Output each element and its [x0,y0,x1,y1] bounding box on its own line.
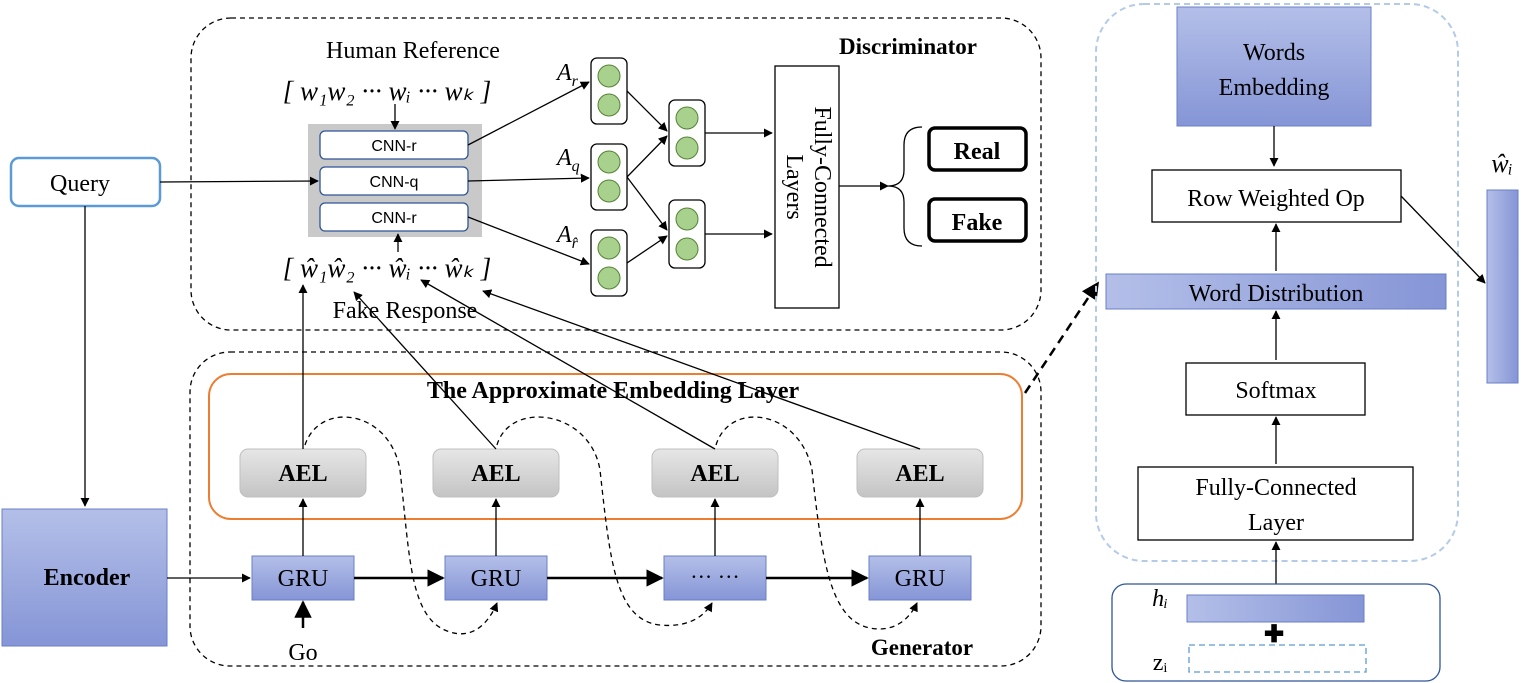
svg-text:Fully-Connected: Fully-Connected [809,106,835,267]
fully-connected-layer-box [1137,466,1414,541]
output-brace [887,126,923,247]
row-weighted-op-label: Row Weighted Op [1187,186,1365,212]
gru-label-3: GRU [895,566,946,592]
cnn-q-label: CNN-q [370,174,419,191]
fully-connected-label-2: Layer [1248,510,1304,536]
softmax-label: Softmax [1235,378,1316,404]
feedback-curve-2 [496,416,713,627]
zoom-connector [1023,281,1100,394]
plus-icon: ✚ [1264,622,1284,648]
query-label: Query [50,171,110,197]
gru-box-2 [444,555,548,601]
encoder-box [1,508,168,647]
gru-label-1: GRU [278,566,329,592]
reference-sequence: [ w₁w₂ ··· wᵢ ··· wₖ ] [283,76,492,106]
ael3-to-wi-arrow [420,279,716,450]
words-embedding-box [1176,6,1372,127]
vector-combined-top [668,99,706,167]
aq-to-combined-top-arrow [626,135,668,178]
gru-ellipsis-label: ··· ··· [690,564,739,589]
gru-box-3 [868,555,972,601]
output-embedding-vector [1486,189,1519,384]
cnn-r-to-ar-arrow [467,81,590,146]
ael-label-3: AEL [690,461,739,487]
detail-panel [1095,3,1459,562]
fully-connected-label-1: Fully-Connected [1195,475,1356,501]
go-label: Go [288,640,317,666]
generator-panel [189,351,1042,667]
w-hat-i-label: ŵᵢ [1491,149,1512,178]
a-q-label: Aq [555,145,580,175]
words-embedding-label-2: Embedding [1219,75,1330,101]
ael-layer-panel [208,373,1023,520]
h-i-label: hᵢ [1152,586,1168,612]
discriminator-panel [190,17,1042,331]
cnn-q-to-aq-arrow [467,173,590,183]
generator-title: Generator [871,635,973,660]
word-distribution-box [1105,273,1447,310]
ael2-to-w2-arrow [353,291,497,450]
vector-combined-bottom [668,199,706,269]
fake-box [927,197,1028,243]
svg-text:Layers: Layers [781,154,807,219]
ael-label-2: AEL [471,461,520,487]
fake-label: Fake [952,210,1003,236]
word-distribution-label: Word Distribution [1189,281,1364,307]
fc-layers-label: Fully-Connected Layers [781,106,835,267]
vector-a-r [590,57,628,125]
gru-box-ellipsis [663,555,767,601]
discriminator-title: Discriminator [839,34,977,59]
fake-response-label: Fake Response [333,298,478,324]
z-i-label: zᵢ [1153,650,1168,676]
feedback-curve-1 [304,416,499,635]
human-reference-label: Human Reference [326,38,500,64]
ar-to-combined-arrow [626,90,668,132]
encoder-label: Encoder [44,565,131,591]
words-embedding-label-1: Words [1243,40,1305,66]
real-label: Real [954,139,1001,165]
gru-label-2: GRU [471,566,522,592]
z-i-vector [1188,644,1367,673]
arhat-to-combined-arrow [626,235,668,264]
ael-label-1: AEL [278,461,327,487]
h-i-vector [1186,594,1365,623]
vector-a-rhat [590,229,628,297]
ael4-to-wk-arrow [482,289,921,450]
cnn-r-bottom-label: CNN-r [371,210,417,227]
a-rhat-label: Ar̂ [555,222,579,252]
cnn-r-to-arhat-arrow [467,216,590,266]
real-box [927,126,1028,172]
row-weighted-op-box [1151,169,1402,223]
aq-to-combined-bottom-arrow [626,176,668,231]
gru-box-1 [251,555,355,601]
fc-layers-box [774,65,840,309]
cnn-r-top-label: CNN-r [371,138,417,155]
softmax-box [1185,362,1366,416]
query-to-cnn-arrow [159,176,319,186]
vector-a-q [590,143,628,211]
ael-label-4: AEL [895,461,944,487]
fake-sequence: [ ŵ₁ŵ₂ ··· ŵᵢ ··· ŵₖ ] [283,253,492,283]
rowop-to-output-arrow [1400,195,1486,284]
a-r-label: Ar [555,60,579,90]
